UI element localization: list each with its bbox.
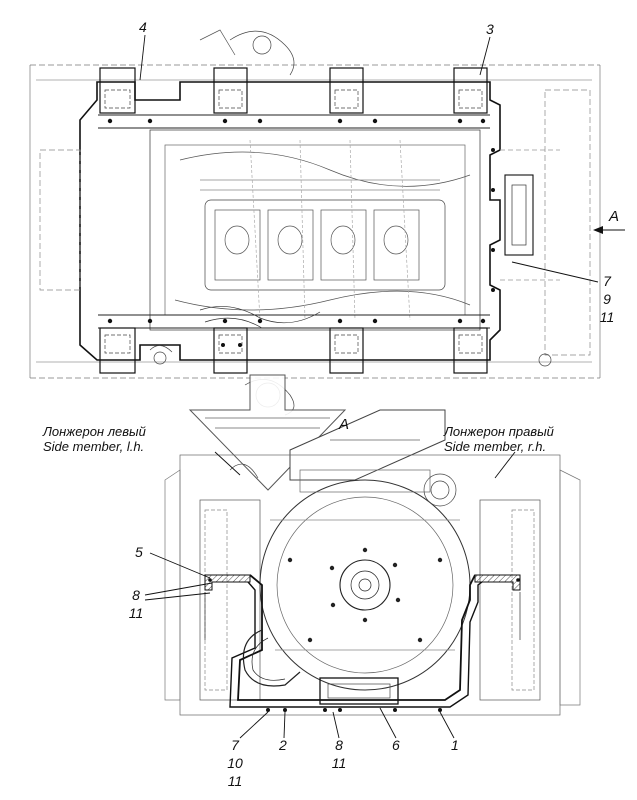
bottom-view [144,451,581,739]
callout-5: 5 [135,544,143,560]
callout-11-left: 11 [128,605,144,621]
callout-stack-right: 7 9 11 [594,272,620,326]
section-a-label: A [339,416,350,433]
left-member-caption: Лонжерон левый Side member, l.h. [43,424,146,454]
callout-2: 2 [279,737,287,753]
callout-stack-bottom-mid: 8 11 [326,736,352,772]
callout-7-bottom: 7 [231,737,239,753]
callout-3: 3 [486,21,494,37]
callout-11: 11 [599,309,615,325]
callout-11-bottom: 11 [227,773,243,789]
view-arrow-label: A [609,208,620,225]
callout-stack-bottom-left: 7 10 11 [222,736,248,790]
top-view [29,29,625,416]
callout-7: 7 [603,273,611,289]
callout-4: 4 [139,19,147,35]
callout-6: 6 [392,737,400,753]
callout-8-bottom: 8 [335,737,343,753]
callout-10: 10 [227,755,243,771]
view-a-arrow [188,374,446,491]
callout-11-bottom-mid: 11 [331,755,347,771]
right-member-caption: Лонжерон правый Side member, r.h. [444,424,554,454]
right-member-en: Side member, r.h. [444,439,547,454]
callout-9: 9 [603,291,611,307]
callout-stack-left: 8 11 [124,586,148,622]
left-member-ru: Лонжерон левый [43,424,146,439]
callout-1: 1 [451,737,459,753]
callout-8: 8 [132,587,140,603]
left-member-en: Side member, l.h. [43,439,145,454]
right-member-ru: Лонжерон правый [444,424,554,439]
